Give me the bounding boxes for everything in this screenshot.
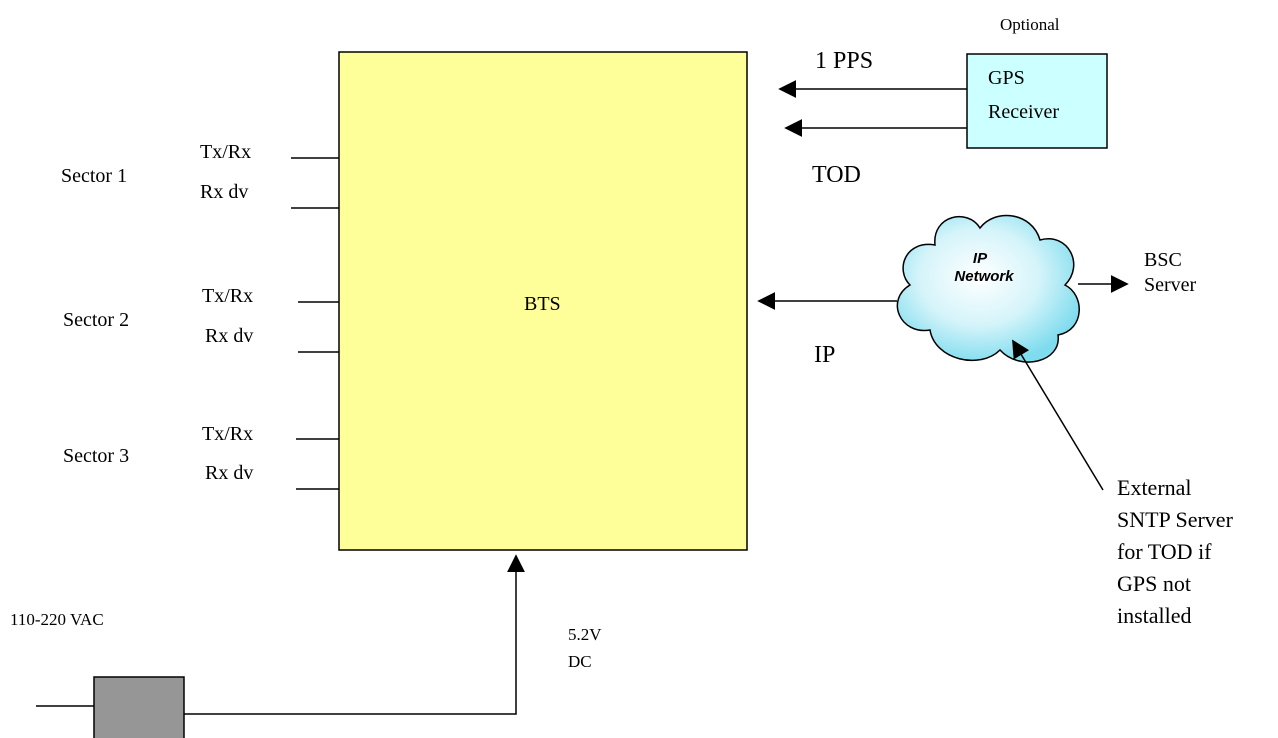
pps-label: 1 PPS <box>815 48 873 74</box>
sector-1-port-b-label: Rx dv <box>200 181 248 203</box>
bsc-label-line1: BSC <box>1144 249 1182 271</box>
gps-receiver-box <box>966 53 1108 149</box>
sntp-note-line2: SNTP Server <box>1117 507 1234 532</box>
sector-3-label: Sector 3 <box>63 445 129 467</box>
sector-1-port-a-label: Tx/Rx <box>200 141 251 163</box>
dc-label-line2: DC <box>568 652 592 671</box>
dc-power-line <box>184 554 525 715</box>
cloud-shape <box>896 214 1080 363</box>
ip-network-label-line1: IP <box>973 250 988 267</box>
gps-receiver-label-line1: GPS <box>988 67 1025 89</box>
sector-1-label: Sector 1 <box>61 165 127 187</box>
ip-network-cloud: IP Network <box>896 214 1080 363</box>
ip-network-label-line2: Network <box>954 268 1014 285</box>
sntp-note-line1: External <box>1117 475 1192 500</box>
power-supply-box <box>93 676 185 738</box>
sector-2-port-b-label: Rx dv <box>205 325 253 347</box>
bts-label: BTS <box>524 293 561 315</box>
sntp-note-line3: for TOD if <box>1117 539 1212 564</box>
sntp-note-line4: GPS not <box>1117 571 1191 596</box>
sntp-note-line5: installed <box>1117 603 1192 628</box>
bts-box <box>338 51 748 551</box>
sector-2-port-a-label: Tx/Rx <box>202 285 253 307</box>
tod-label: TOD <box>812 162 861 188</box>
ip-label: IP <box>814 342 835 368</box>
dc-label-line1: 5.2V <box>568 625 602 644</box>
gps-receiver-label-line2: Receiver <box>988 101 1059 123</box>
bsc-label-line2: Server <box>1144 274 1197 296</box>
gps-optional-note: Optional <box>1000 15 1060 34</box>
sector-2-label: Sector 2 <box>63 309 129 331</box>
sector-3-port-a-label: Tx/Rx <box>202 423 253 445</box>
sntp-arrow <box>1012 339 1104 491</box>
ac-input-label: 110-220 VAC <box>10 610 104 629</box>
sector-3-port-b-label: Rx dv <box>205 462 253 484</box>
